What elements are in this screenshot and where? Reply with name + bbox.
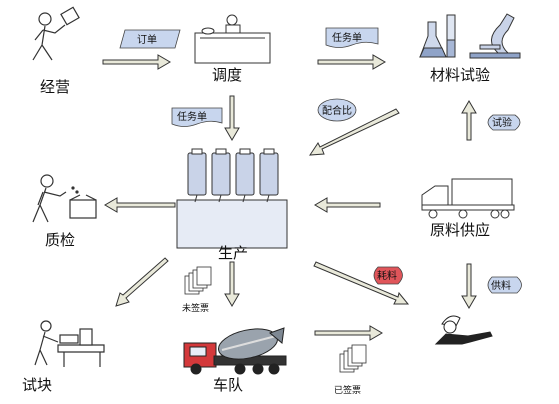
tag-haoliao: 耗料 <box>373 266 403 285</box>
node-shengchan: 生产 <box>218 244 248 262</box>
arrow-chedui-worker <box>314 325 383 341</box>
tag-renwudan-mid: 任务单 <box>171 107 223 127</box>
ticket-label-weiqianpiao: 未签票 <box>182 302 209 314</box>
tag-peihebi: 配合比 <box>317 98 357 122</box>
tag-shiyan-label: 试验 <box>492 116 512 129</box>
arrow-yuanliao-shengchan <box>314 197 381 213</box>
arrow-yuanliao-cailiao <box>461 100 477 141</box>
ticket-label-yiqianpiao: 已签票 <box>334 384 361 396</box>
ticket-stack-yiqianpiao <box>339 344 367 373</box>
tag-renwudan-top-label: 任务单 <box>332 31 362 44</box>
zhijian-person-icon <box>32 174 97 223</box>
production-plant-icon <box>176 148 288 249</box>
arrow-jingying-diaodu <box>102 54 171 70</box>
tag-dingdan-label: 订单 <box>137 34 157 46</box>
worker-icon <box>434 315 493 345</box>
arrow-shengchan-chedui <box>224 261 240 307</box>
tag-peihebi-label: 配合比 <box>322 104 352 117</box>
tag-renwudan-mid-label: 任务单 <box>177 110 207 123</box>
tag-gongliao-label: 供料 <box>491 279 511 292</box>
node-cailiao: 材料试验 <box>430 66 490 84</box>
supply-truck-icon <box>421 178 515 219</box>
tag-renwudan-top: 任务单 <box>325 27 379 48</box>
lab-equipment-icon <box>419 13 521 59</box>
arrow-shengchan-shikuai <box>115 257 169 307</box>
mixer-truck-icon <box>183 327 287 375</box>
node-chedui: 车队 <box>213 376 243 394</box>
node-yuanliao: 原料供应 <box>430 221 490 239</box>
arrow-diaodu-shengchan <box>224 95 240 141</box>
arrow-yuanliao-worker <box>461 263 477 309</box>
diaodu-desk-icon <box>194 14 271 64</box>
arrow-shengchan-zhijian <box>104 197 176 213</box>
tag-shiyan: 试验 <box>487 114 521 131</box>
arrow-diaodu-cailiao <box>317 54 386 70</box>
jingying-person-icon <box>32 6 80 61</box>
ticket-stack-weiqianpiao <box>184 266 212 295</box>
node-zhijian: 质检 <box>45 231 75 249</box>
tag-dingdan: 订单 <box>119 29 181 49</box>
arrow-shengchan-worker <box>313 261 410 305</box>
tag-gongliao: 供料 <box>487 276 522 294</box>
node-diaodu: 调度 <box>212 66 242 84</box>
shikuai-person-icon <box>34 320 105 367</box>
node-shikuai: 试块 <box>22 376 52 394</box>
arrow-cailiao-shengchan <box>309 108 400 156</box>
node-jingying: 经营 <box>40 78 70 96</box>
tag-haoliao-label: 耗料 <box>377 269 397 282</box>
